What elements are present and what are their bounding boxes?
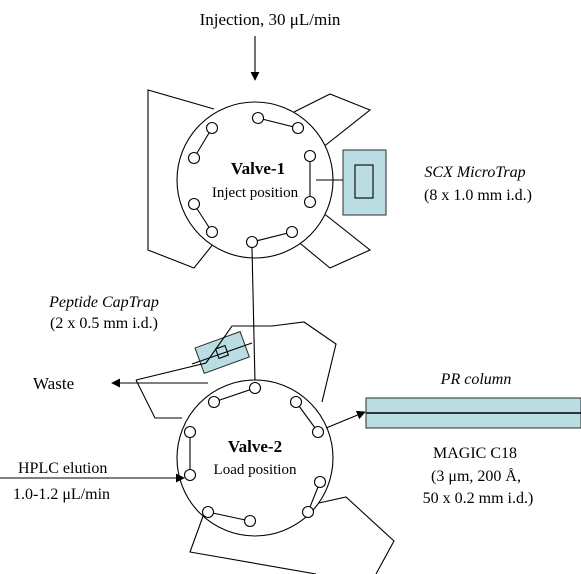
scx-dims-label: (8 x 1.0 mm i.d.) bbox=[424, 187, 532, 204]
valve-2-upper-bracket bbox=[135, 321, 337, 403]
valve-2-channel bbox=[207, 511, 251, 522]
valve-link-line bbox=[251, 247, 256, 383]
valve-1-port bbox=[251, 111, 265, 125]
valve-2-port bbox=[201, 505, 215, 519]
scx-cartridge-bed bbox=[354, 164, 374, 199]
magic-spec-2: 50 x 0.2 mm i.d.) bbox=[423, 490, 534, 507]
valve-2-label: Valve-2 bbox=[228, 437, 282, 456]
valve-2-position-label: Load position bbox=[214, 462, 297, 478]
valve-2: Valve-2 Load position bbox=[135, 321, 395, 574]
pr-column-label: PR column bbox=[440, 371, 512, 388]
captrap-line bbox=[191, 342, 253, 365]
valve-2-port bbox=[248, 381, 262, 395]
valve-2-port bbox=[311, 425, 325, 439]
scx-name-label: SCX MicroTrap bbox=[424, 164, 525, 181]
valve-2-port bbox=[301, 505, 315, 519]
valve-2-port bbox=[313, 475, 327, 489]
captrap-cartridge bbox=[194, 330, 250, 375]
valve-2-upper-bracket-left bbox=[135, 379, 182, 419]
waste-label: Waste bbox=[33, 374, 74, 393]
valve-1-channel bbox=[251, 231, 293, 243]
captrap-bed bbox=[214, 344, 230, 360]
peptide-captrap bbox=[191, 330, 253, 375]
valve-2-channel bbox=[295, 401, 319, 433]
injection-label: Injection, 30 μL/min bbox=[200, 10, 341, 29]
hplc-flow-label: 1.0-1.2 μL/min bbox=[13, 486, 110, 503]
valve-1: Valve-1 Inject position bbox=[147, 89, 372, 269]
valve-1-port bbox=[291, 121, 305, 135]
hplc-label: HPLC elution bbox=[18, 460, 107, 477]
magic-spec-1: (3 μm, 200 Å, bbox=[431, 467, 521, 485]
valve-1-channel bbox=[257, 117, 299, 129]
valve-1-position-label: Inject position bbox=[212, 185, 299, 201]
valve-2-port bbox=[243, 514, 257, 528]
scx-cartridge bbox=[342, 149, 387, 216]
valve-2-port bbox=[183, 425, 197, 439]
valve-2-channel bbox=[213, 387, 256, 403]
valve-2-port bbox=[183, 468, 197, 482]
valve-2-lower-bracket bbox=[189, 496, 395, 574]
valve-2-body bbox=[176, 379, 334, 537]
valve-1-left-bracket bbox=[147, 89, 227, 269]
valve-1-label: Valve-1 bbox=[231, 159, 285, 178]
valve-1-port bbox=[245, 235, 259, 249]
valve-1-port bbox=[205, 121, 219, 135]
valve-2-port bbox=[289, 395, 303, 409]
captrap-name-label: Peptide CapTrap bbox=[48, 294, 159, 311]
valve-1-port bbox=[187, 197, 201, 211]
scx-microtrap bbox=[316, 149, 387, 216]
magic-label: MAGIC C18 bbox=[433, 445, 517, 462]
valve-1-port bbox=[285, 225, 299, 239]
valve-1-port bbox=[303, 195, 317, 209]
valve-1-port bbox=[205, 225, 219, 239]
valve-2-port bbox=[207, 395, 221, 409]
valve-1-port bbox=[187, 151, 201, 165]
pr-column-arrow bbox=[325, 410, 366, 429]
captrap-dims-label: (2 x 0.5 mm i.d.) bbox=[50, 315, 158, 332]
valve-1-port bbox=[303, 149, 317, 163]
